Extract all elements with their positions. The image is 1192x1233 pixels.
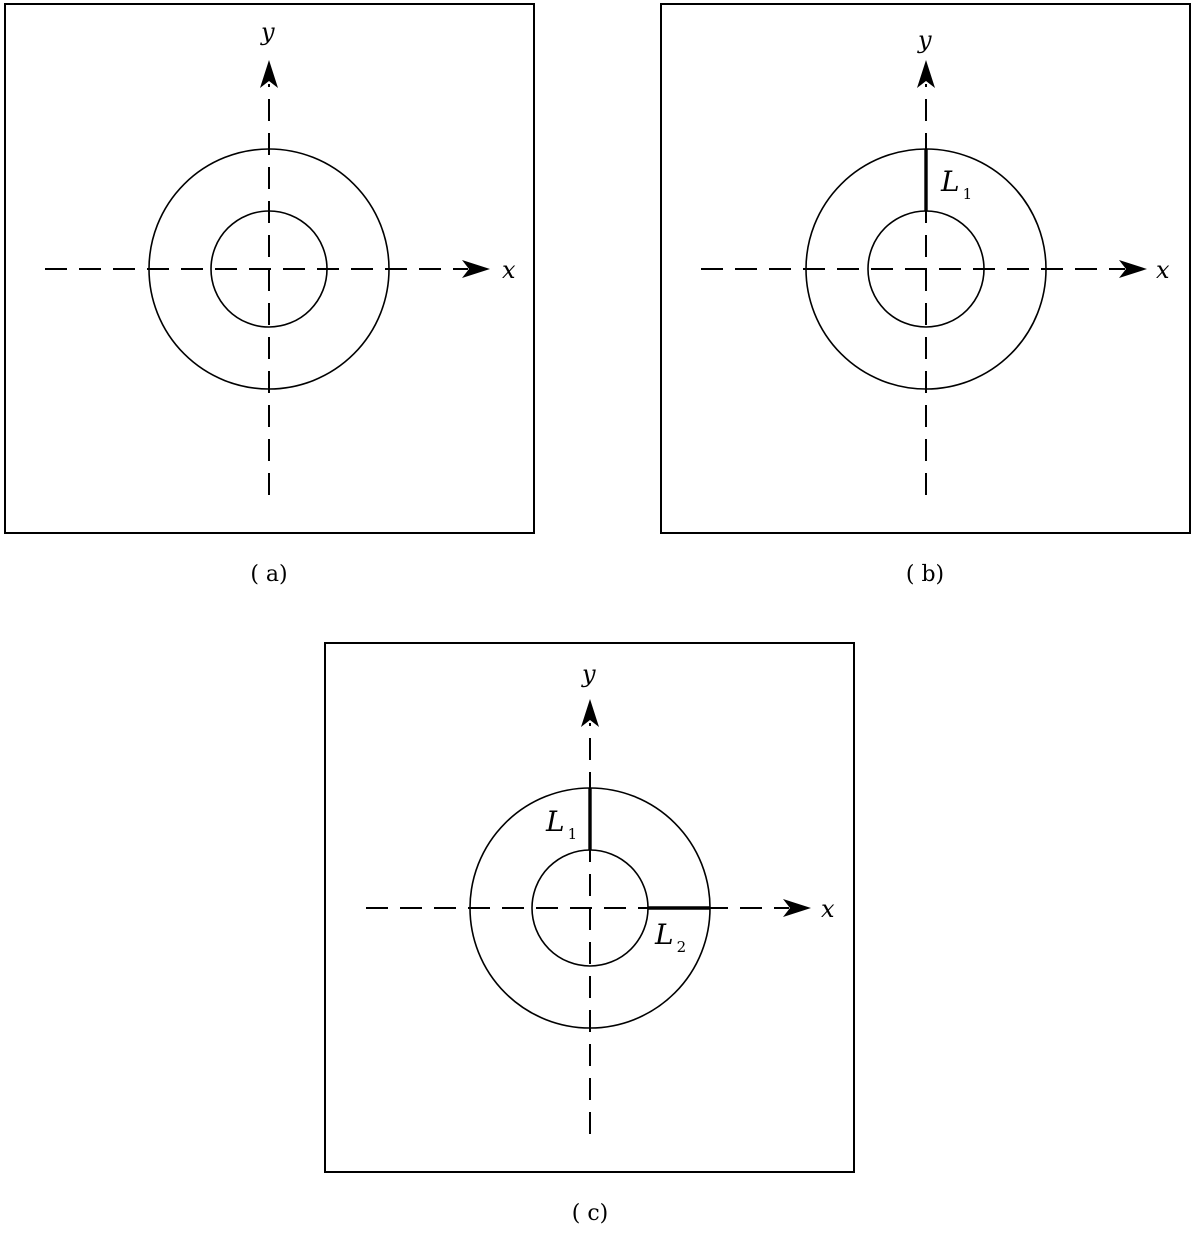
panel-c-y-label: y — [581, 660, 596, 688]
panel-a-y-label: y — [260, 18, 275, 46]
panel-c-x-label: x — [821, 895, 835, 923]
panel-c-frame — [324, 642, 855, 1173]
panel-c-caption: ( c) — [572, 1201, 608, 1226]
panel-a-frame — [4, 3, 535, 534]
panel-a-x-label: x — [502, 256, 516, 284]
panel-b-y-label: y — [917, 26, 932, 54]
panel-b-x-arrow-icon — [1119, 260, 1147, 278]
panel-b-caption: ( b) — [906, 562, 944, 587]
panel-b-x-label: x — [1156, 256, 1170, 284]
panel-a: x y — [4, 3, 535, 534]
panel-c-x-arrow-icon — [783, 899, 811, 917]
panel-a-outer-circle — [148, 148, 390, 390]
panel-b-frame — [660, 3, 1191, 534]
panel-c-y-arrow-icon — [581, 699, 599, 727]
panel-a-caption: ( a) — [250, 562, 287, 587]
panel-a-inner-circle — [210, 210, 328, 328]
panel-b-y-arrow-icon — [917, 60, 935, 88]
panel-a-y-arrow-icon — [260, 60, 278, 88]
panel-a-x-arrow-icon — [462, 260, 490, 278]
